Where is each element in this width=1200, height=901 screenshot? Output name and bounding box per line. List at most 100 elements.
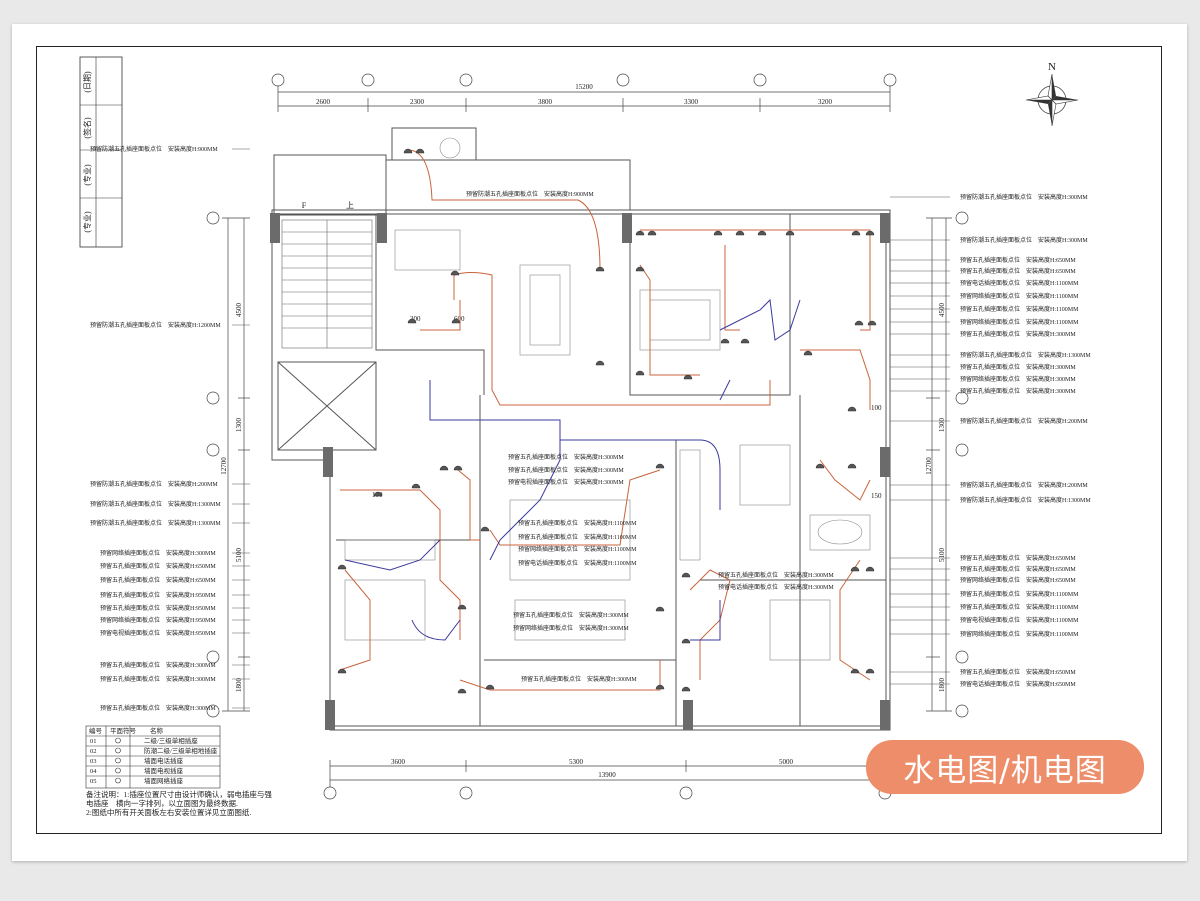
socket-icon xyxy=(457,688,467,694)
socket-icon xyxy=(720,338,730,344)
legend-code: 04 xyxy=(90,768,97,775)
legend-code: 02 xyxy=(90,748,97,755)
top-dim-4: 3300 xyxy=(684,98,699,106)
right-dim-4: 1800 xyxy=(938,678,946,693)
socket-icon xyxy=(785,230,795,236)
right-dim-total: 12700 xyxy=(925,457,933,475)
category-badge: 水电图/机电图 xyxy=(866,740,1144,794)
callout-label: 预留防潮五孔插座面板点位 安装高度H:200MM xyxy=(960,481,1088,489)
socket-icon xyxy=(865,668,875,674)
socket-icon xyxy=(735,230,745,236)
socket-icon xyxy=(411,483,421,489)
socket-icon xyxy=(407,318,417,324)
bottom-dim-total: 13900 xyxy=(598,771,616,779)
right-callout-group: 预留防潮五孔插座面板点位 安装高度H:300MM 预留防潮五孔插座面板点位 安装高… xyxy=(960,193,1091,688)
callout-label: 预留五孔插座面板点位 安装高度H:300MM xyxy=(960,330,1076,338)
top-dim-5: 3200 xyxy=(818,98,833,106)
top-dim-3: 3800 xyxy=(538,98,553,106)
callout-label: 预留电视插座面板点位 安装高度H:300MM xyxy=(508,478,624,486)
left-dim-4: 1800 xyxy=(235,678,243,693)
counter-dim-100b: 100 xyxy=(871,404,882,412)
socket-icon xyxy=(457,604,467,610)
note-line-1: 备注说明：1:插座位置尺寸由设计师确认，弱电插座与强 xyxy=(86,789,272,799)
socket-icon xyxy=(847,406,857,412)
socket-icon xyxy=(373,491,383,497)
legend-name: 墙面电视插座 xyxy=(144,766,184,775)
callout-label: 预留网络插座面板点位 安装高度H:1100MM xyxy=(518,545,637,553)
compass-north-label: N xyxy=(1048,61,1056,73)
callout-label: 预留防潮五孔插座面板点位 安装高度H:1200MM xyxy=(90,321,221,329)
callout-label: 预留网络插座面板点位 安装高度H:300MM xyxy=(513,624,629,632)
socket-icon xyxy=(655,606,665,612)
callout-label: 预留五孔插座面板点位 安装高度H:1100MM xyxy=(960,590,1079,598)
callout-label: 预留网络插座面板点位 安装高度H:300MM xyxy=(100,549,216,557)
axis-bubbles-top xyxy=(271,73,897,87)
socket-icon xyxy=(337,668,347,674)
callout-label: 预留网络插座面板点位 安装高度H:950MM xyxy=(100,616,216,624)
callout-label: 预留五孔插座面板点位 安装高度H:650MM xyxy=(960,554,1076,562)
socket-markers xyxy=(337,148,877,694)
socket-icon xyxy=(850,566,860,572)
callout-label: 预留电话插座面板点位 安装高度H:300MM xyxy=(718,583,834,591)
callout-label: 预留防潮五孔插座面板点位 安装高度H:1300MM xyxy=(960,351,1091,359)
title-block: (日期) (签名) (专业) (专业) xyxy=(79,56,123,248)
callout-label: 预留五孔插座面板点位 安装高度H:300MM xyxy=(100,675,216,683)
socket-icon xyxy=(453,465,463,471)
callout-label: 预留电话插座面板点位 安装高度H:650MM xyxy=(960,680,1076,688)
callout-label: 预留五孔插座面板点位 安装高度H:650MM xyxy=(100,562,216,570)
socket-icon xyxy=(480,526,490,532)
bottom-dim-3: 5000 xyxy=(779,758,794,766)
socket-icon xyxy=(595,266,605,272)
socket-icon xyxy=(635,230,645,236)
callout-label: 预留五孔插座面板点位 安装高度H:1100MM xyxy=(518,533,637,541)
axis-bubbles-left xyxy=(206,211,220,718)
top-dim-1: 2600 xyxy=(316,98,331,106)
legend-header: 平面符号 xyxy=(110,726,137,735)
callout-label: 预留防潮五孔插座面板点位 安装高度H:1300MM xyxy=(90,519,221,527)
right-dim-2: 1300 xyxy=(938,418,946,433)
callout-label: 预留防潮五孔插座面板点位 安装高度H:900MM xyxy=(466,190,594,198)
counter-dim-150: 150 xyxy=(871,492,882,500)
callout-label: 预留五孔插座面板点位 安装高度H:300MM xyxy=(100,704,216,712)
socket-icon xyxy=(655,684,665,690)
callout-label: 预留五孔插座面板点位 安装高度H:300MM xyxy=(513,611,629,619)
callout-label: 预留网络插座面板点位 安装高度H:300MM xyxy=(960,375,1076,383)
title-block-sign: (签名) xyxy=(82,117,92,139)
socket-icon xyxy=(854,320,864,326)
signal-wiring xyxy=(344,298,801,641)
socket-icon xyxy=(815,463,825,469)
counter-dim-300: 300 xyxy=(410,315,421,323)
legend-symbol-icon xyxy=(115,777,121,784)
left-dim-1: 4500 xyxy=(235,303,243,318)
socket-icon xyxy=(337,564,347,570)
legend-table xyxy=(85,725,221,789)
callout-label: 预留防潮五孔插座面板点位 安装高度H:300MM xyxy=(960,236,1088,244)
callout-label: 预留电视插座面板点位 安装高度H:950MM xyxy=(100,629,216,637)
callout-label: 预留五孔插座面板点位 安装高度H:1100MM xyxy=(518,519,637,527)
stair-up-label: 上 xyxy=(346,201,354,210)
socket-icon xyxy=(647,230,657,236)
left-dim-2: 1300 xyxy=(235,418,243,433)
callout-label: 预留五孔插座面板点位 安装高度H:300MM xyxy=(960,387,1076,395)
callout-leaders xyxy=(232,148,950,709)
callout-label: 预留五孔插座面板点位 安装高度H:950MM xyxy=(100,591,216,599)
left-dim-total: 12700 xyxy=(220,457,228,475)
stair xyxy=(281,219,373,349)
callout-label: 预留电视插座面板点位 安装高度H:1100MM xyxy=(960,616,1079,624)
callout-label: 预留五孔插座面板点位 安装高度H:650MM xyxy=(960,267,1076,275)
socket-icon xyxy=(850,668,860,674)
socket-icon xyxy=(681,686,691,692)
socket-icon xyxy=(655,463,665,469)
socket-icon xyxy=(851,230,861,236)
callout-label: 预留五孔插座面板点位 安装高度H:650MM xyxy=(100,576,216,584)
bottom-dim-1: 3600 xyxy=(391,758,406,766)
center-callout-group: 预留防潮五孔插座面板点位 安装高度H:900MM 预留五孔插座面板点位 安装高度H… xyxy=(466,190,834,683)
callout-label: 预留五孔插座面板点位 安装高度H:650MM xyxy=(960,668,1076,676)
legend-header: 编号 xyxy=(89,726,103,735)
legend-code: 03 xyxy=(90,758,97,765)
callout-label: 预留五孔插座面板点位 安装高度H:650MM xyxy=(960,565,1076,573)
legend-symbol-icon xyxy=(115,757,121,764)
socket-icon xyxy=(450,270,460,276)
callout-label: 预留五孔插座面板点位 安装高度H:300MM xyxy=(100,661,216,669)
